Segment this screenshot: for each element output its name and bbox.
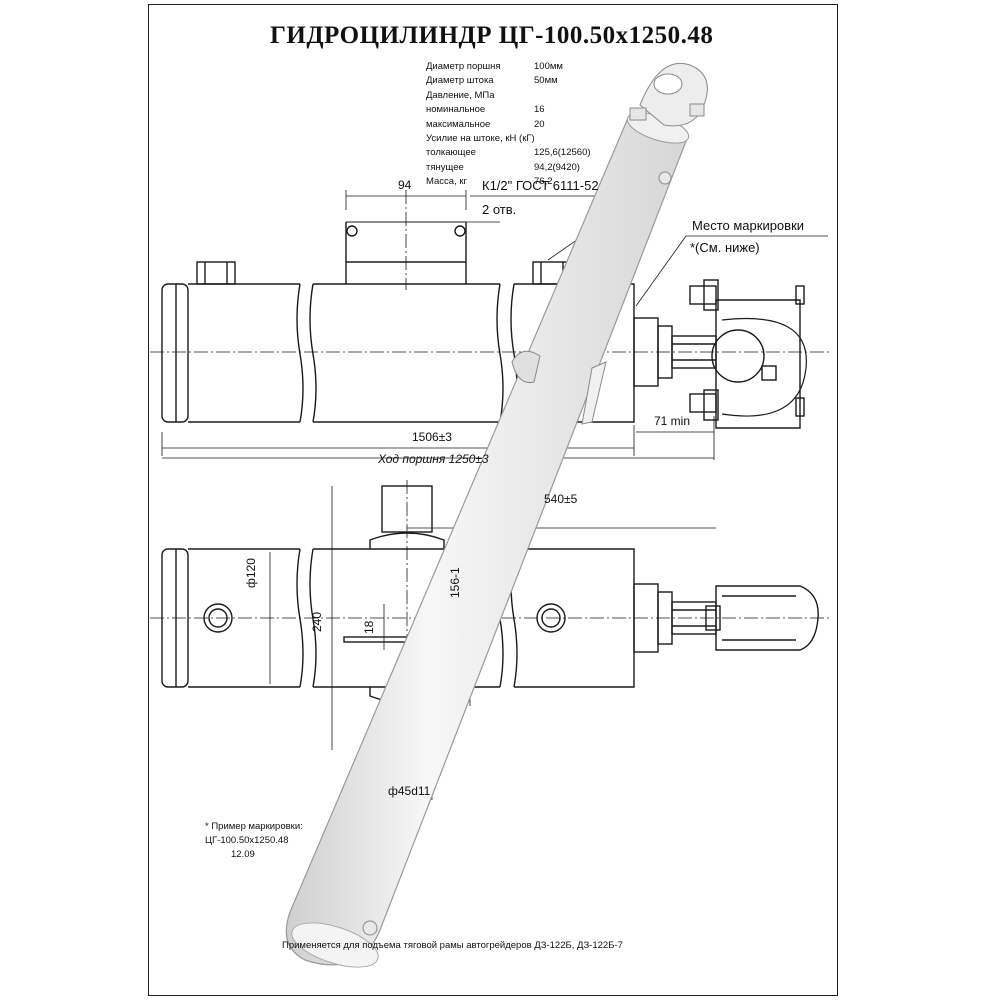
- top-barrel-mid: [309, 283, 504, 423]
- top-barrel-left: [188, 283, 304, 423]
- dim-phi120: ф120: [244, 558, 258, 588]
- drawing-title: ГИДРОЦИЛИНДР ЦГ-100.50х1250.48: [270, 22, 714, 49]
- dim-540: 540±5: [544, 492, 578, 506]
- dim-stroke: Ход поршня 1250±3: [378, 452, 489, 466]
- dim-18: 18: [362, 620, 376, 634]
- spec-row: Давление, МПа: [426, 89, 495, 101]
- see-below-label: *(См. ниже): [690, 240, 760, 255]
- port-thread-label: К1/2" ГОСТ 6111-52: [482, 178, 599, 193]
- dim-length: 1506±3: [412, 430, 452, 444]
- holes-label: 2 отв.: [482, 202, 517, 217]
- spec-row: Диаметр штока 50мм: [426, 75, 558, 87]
- top-port-left: [196, 261, 236, 285]
- top-end-cap: [161, 283, 189, 423]
- dim-94: 94: [398, 178, 412, 192]
- dim-240: 240: [310, 611, 324, 632]
- bracket-hole-left: [346, 225, 358, 237]
- spec-row: Усилие на штоке, кН (кГ): [426, 132, 535, 144]
- marking-place-label: Место маркировки: [692, 218, 805, 233]
- top-eye-head: [715, 299, 801, 429]
- dim-71min: 71 min: [654, 414, 691, 428]
- dim-156: 156-1: [448, 567, 462, 598]
- grease-fitting: [761, 365, 777, 381]
- trunnion-3d: [511, 350, 541, 384]
- marking-example-note: * Пример маркировки: ЦГ-100.50х1250.48 1…: [205, 821, 303, 860]
- application-footer: Применяется для подъема тяговой рамы авт…: [282, 940, 623, 951]
- dim-phi45: ф45d11: [388, 784, 431, 798]
- bracket-hole-right: [454, 225, 466, 237]
- cylinder-body-3d: [285, 117, 689, 966]
- cylinder-3d-render: [285, 63, 708, 968]
